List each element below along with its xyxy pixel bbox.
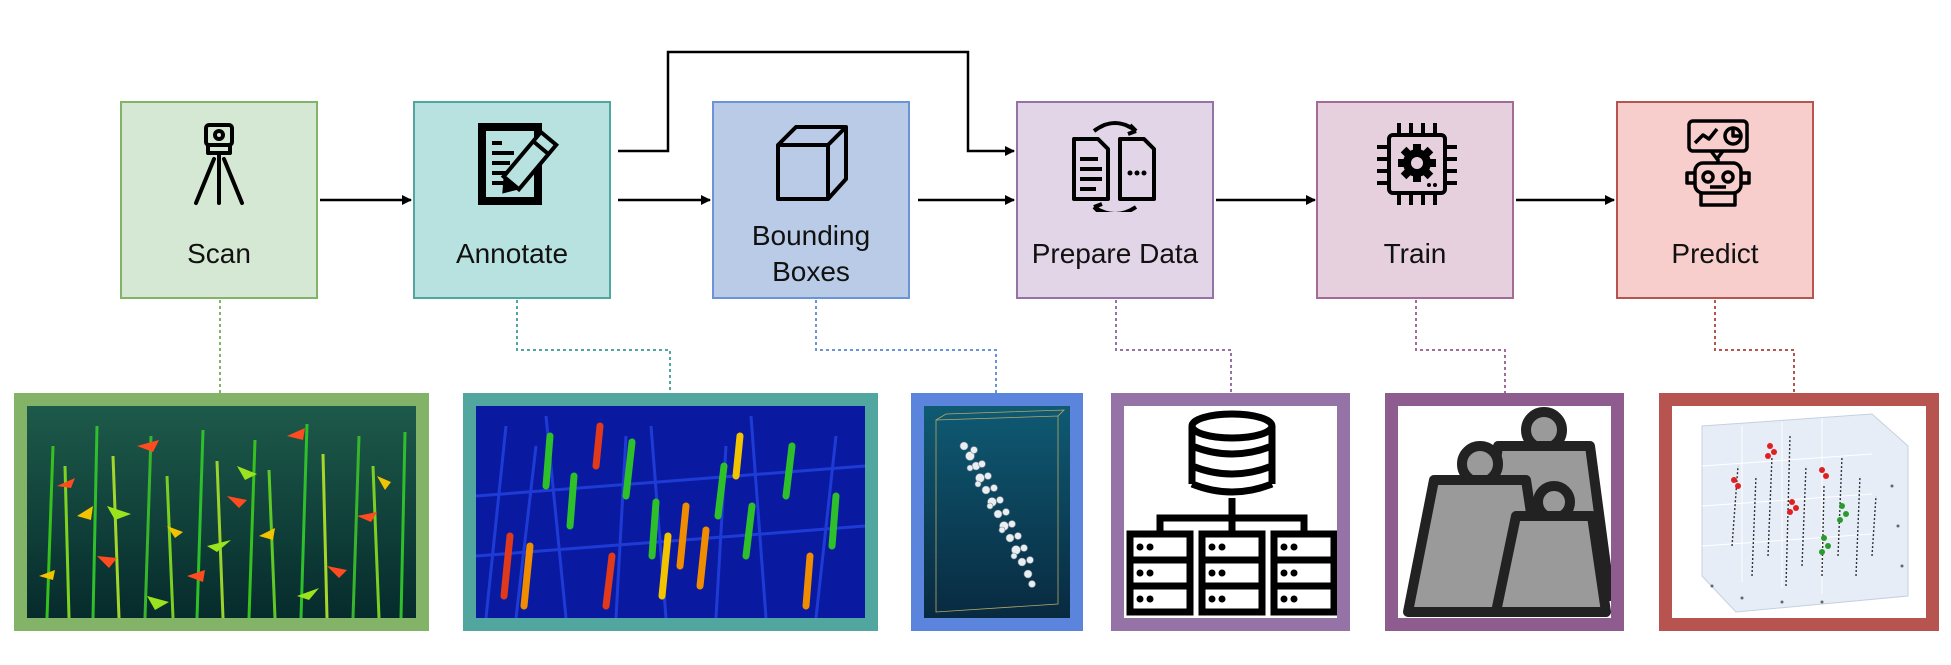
step-label: Prepare Data xyxy=(1031,238,1199,269)
file-conversion-icon xyxy=(1018,117,1212,212)
weights-icon xyxy=(1403,407,1611,617)
step-bounding-boxes: Bounding Boxes xyxy=(712,101,910,299)
annotated-pointcloud xyxy=(463,393,878,631)
arrow-annotate-prepare-data-bypass xyxy=(618,50,1015,156)
annotated-point-cloud-image xyxy=(476,406,865,618)
scan-pointcloud xyxy=(14,393,429,631)
step-annotate: Annotate xyxy=(413,101,611,299)
database-servers-icon xyxy=(1126,410,1337,616)
step-predict: Predict xyxy=(1616,101,1814,299)
step-train: Train xyxy=(1316,101,1514,299)
step-label: Bounding Boxes xyxy=(751,220,871,287)
step-label: Annotate xyxy=(455,238,569,269)
dotted-link-bounding-boxes xyxy=(815,300,997,393)
step-prepare-data: Prepare Data xyxy=(1016,101,1214,299)
weights xyxy=(1385,393,1624,631)
3d-prediction-plot-image xyxy=(1701,413,1909,613)
dotted-link-prepare-data xyxy=(1115,300,1232,393)
surveying-tripod-icon xyxy=(122,117,316,212)
bounded-wheat-ear-image xyxy=(924,406,1070,618)
document-pencil-icon xyxy=(415,117,609,212)
wheat-point-cloud-image xyxy=(27,406,416,618)
processor-chip-gear-icon xyxy=(1318,117,1512,212)
dotted-link-annotate xyxy=(516,300,671,393)
single-box-pointcloud xyxy=(911,393,1083,631)
prediction-plot xyxy=(1659,393,1939,631)
cube-icon xyxy=(714,117,908,212)
step-label: Predict xyxy=(1671,238,1759,269)
robot-analytics-icon xyxy=(1618,117,1812,212)
step-label: Scan xyxy=(187,238,251,269)
database xyxy=(1111,393,1350,631)
dotted-link-predict xyxy=(1714,300,1795,393)
step-scan: Scan xyxy=(120,101,318,299)
step-label: Train xyxy=(1383,238,1447,269)
dotted-link-train xyxy=(1415,300,1506,393)
